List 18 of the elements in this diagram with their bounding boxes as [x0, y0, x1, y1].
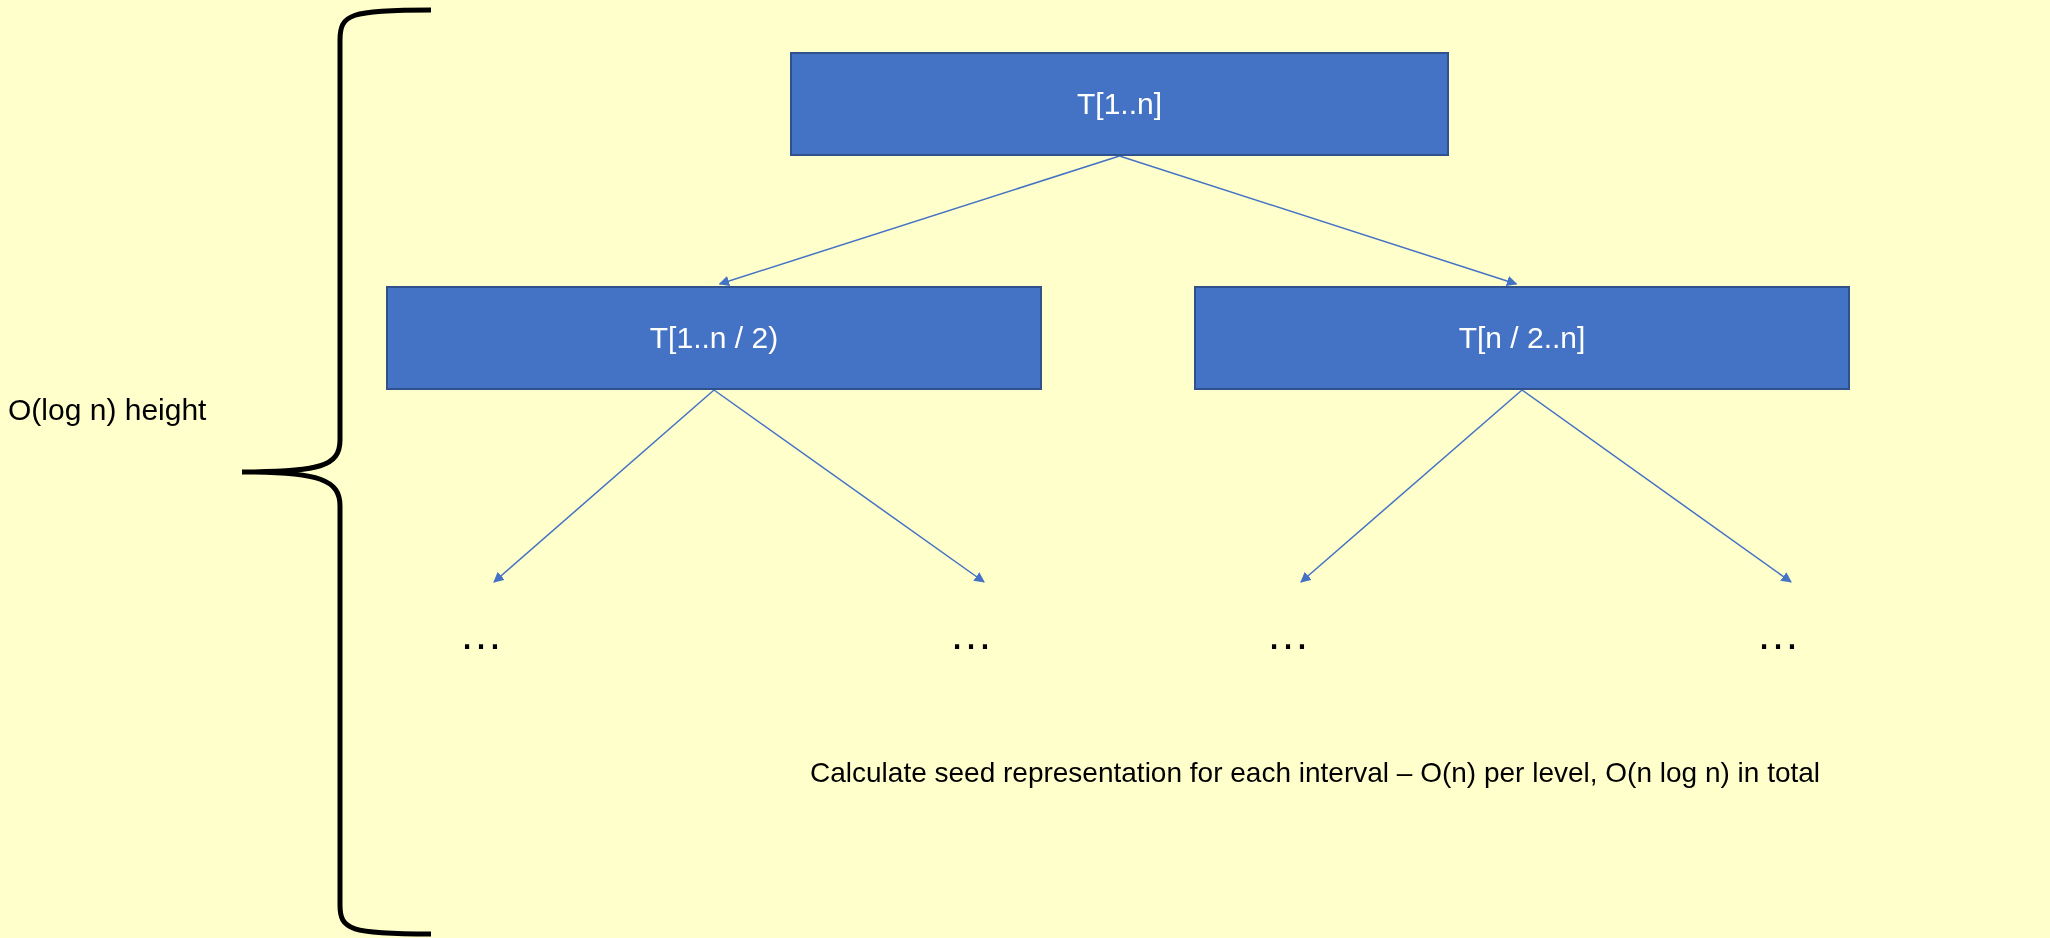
- ellipsis: …: [459, 612, 503, 656]
- arrow: [1118, 155, 1518, 287]
- tree-node-box: [790, 52, 1449, 156]
- node-label: T[1..n / 2): [649, 321, 779, 355]
- note-text: Calculate seed representation for each interval – O(n) per level, O(n log n) in total: [810, 757, 1821, 789]
- ellipsis: …: [1266, 612, 1310, 656]
- height-label: O(log n) height: [8, 393, 207, 427]
- ellipsis: …: [949, 612, 993, 656]
- tree-node-box: [386, 286, 1042, 390]
- tree-node-box: [1194, 286, 1850, 390]
- arrow: [1521, 389, 1792, 583]
- node-label: T[1..n]: [1076, 87, 1162, 121]
- node-label: T[n / 2..n]: [1458, 321, 1586, 355]
- arrow: [1300, 389, 1523, 583]
- arrow: [713, 389, 985, 583]
- arrow: [718, 155, 1121, 287]
- ellipsis: …: [1756, 612, 1800, 656]
- arrow: [493, 389, 715, 583]
